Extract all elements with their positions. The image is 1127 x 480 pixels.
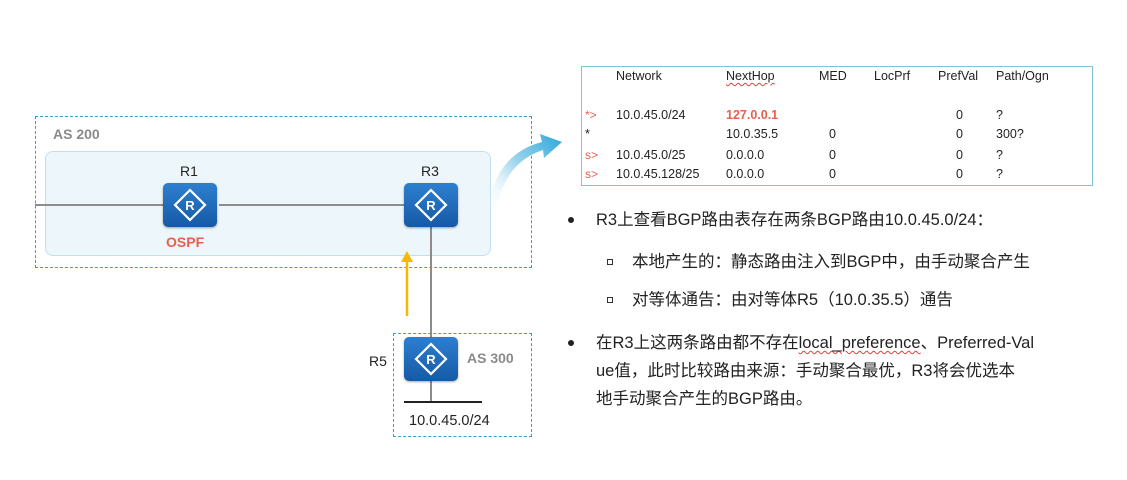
svg-text:R: R	[426, 198, 436, 213]
note-sub-2: 对等体通告：由对等体R5（10.0.35.5）通告	[632, 291, 953, 309]
table-row-4-path: ?	[996, 167, 1003, 181]
r5-router-icon[interactable]: R	[404, 337, 458, 381]
r5-label: R5	[369, 353, 387, 369]
bullet-dot-2	[568, 340, 574, 346]
table-row-3-network: 10.0.45.0/25	[616, 148, 686, 162]
table-row-3-med: 0	[829, 148, 836, 162]
table-row-1-prefval: 0	[956, 108, 963, 122]
table-row-3-path: ?	[996, 148, 1003, 162]
bgp-routing-table: Network NextHop MED LocPrf PrefVal Path/…	[581, 66, 1093, 186]
table-row-4-med: 0	[829, 167, 836, 181]
note-bullet-2-line-3: 地手动聚合产生的BGP路由。	[596, 390, 813, 408]
svg-text:R: R	[185, 198, 195, 213]
table-row-2-med: 0	[829, 127, 836, 141]
col-header-nexthop: NextHop	[726, 69, 775, 83]
table-row-2-prefval: 0	[956, 127, 963, 141]
table-row-1-network: 10.0.45.0/24	[616, 108, 686, 122]
as300-boundary	[393, 333, 532, 437]
note-bullet-2-text-c: 、Preferred-Val	[920, 334, 1034, 352]
table-row-3-status: s>	[585, 148, 599, 162]
note-bullet-1: R3上查看BGP路由表存在两条BGP路由10.0.45.0/24：	[596, 211, 994, 229]
note-bullet-2: 在R3上这两条路由都不存在local_preference、Preferred-…	[596, 330, 1116, 412]
r3-router-icon[interactable]: R	[404, 183, 458, 227]
note-sub-1: 本地产生的：静态路由注入到BGP中，由手动聚合产生	[632, 253, 1030, 271]
note-bullet-2-line-1: 在R3上这两条路由都不存在local_preference、Preferred-…	[596, 330, 1116, 356]
table-row-4-nexthop: 0.0.0.0	[726, 167, 765, 181]
col-header-locprf: LocPrf	[874, 69, 911, 83]
ospf-label: OSPF	[166, 234, 205, 250]
r1-label: R1	[180, 163, 198, 179]
sub-bullet-marker-2	[607, 297, 613, 303]
callout-arrow	[488, 134, 562, 210]
col-header-network: Network	[616, 69, 662, 83]
note-bullet-2-line-2: ue值，此时比较路由来源：手动聚合最优，R3将会优选本	[596, 362, 1015, 380]
table-row-1-status: *>	[585, 108, 597, 122]
advertise-arrow	[401, 251, 413, 316]
link-left-r1	[35, 204, 165, 206]
table-row-2-nexthop: 10.0.35.5	[726, 127, 779, 141]
link-r1-r3	[219, 204, 405, 206]
table-row-2-status: *	[585, 127, 590, 141]
network-label: 10.0.45.0/24	[409, 413, 490, 429]
table-row-1-path: ?	[996, 108, 1003, 122]
as200-label: AS 200	[53, 126, 100, 142]
table-row-3-prefval: 0	[956, 148, 963, 162]
bullet-dot-1	[568, 217, 574, 223]
col-header-path: Path/Ogn	[996, 69, 1049, 83]
col-header-med: MED	[819, 69, 847, 83]
as200-boundary	[35, 116, 532, 268]
table-row-4-prefval: 0	[956, 167, 963, 181]
table-row-3-nexthop: 0.0.0.0	[726, 148, 765, 162]
r1-router-icon[interactable]: R	[163, 183, 217, 227]
table-row-2-path: 300?	[996, 127, 1024, 141]
as300-label: AS 300	[467, 350, 514, 366]
table-row-4-status: s>	[585, 167, 599, 181]
note-bullet-2-text-a: 在R3上这两条路由都不存在	[596, 334, 799, 352]
sub-bullet-marker-1	[607, 259, 613, 265]
lan-segment	[404, 401, 482, 403]
r3-label: R3	[421, 163, 439, 179]
local-preference-term: local_preference	[798, 334, 921, 352]
col-header-prefval: PrefVal	[938, 69, 979, 83]
link-r5-lan	[430, 380, 432, 402]
table-row-4-network: 10.0.45.128/25	[616, 167, 700, 181]
svg-text:R: R	[426, 352, 436, 367]
link-r3-r5	[430, 227, 432, 339]
table-row-1-nexthop: 127.0.0.1	[726, 108, 779, 122]
